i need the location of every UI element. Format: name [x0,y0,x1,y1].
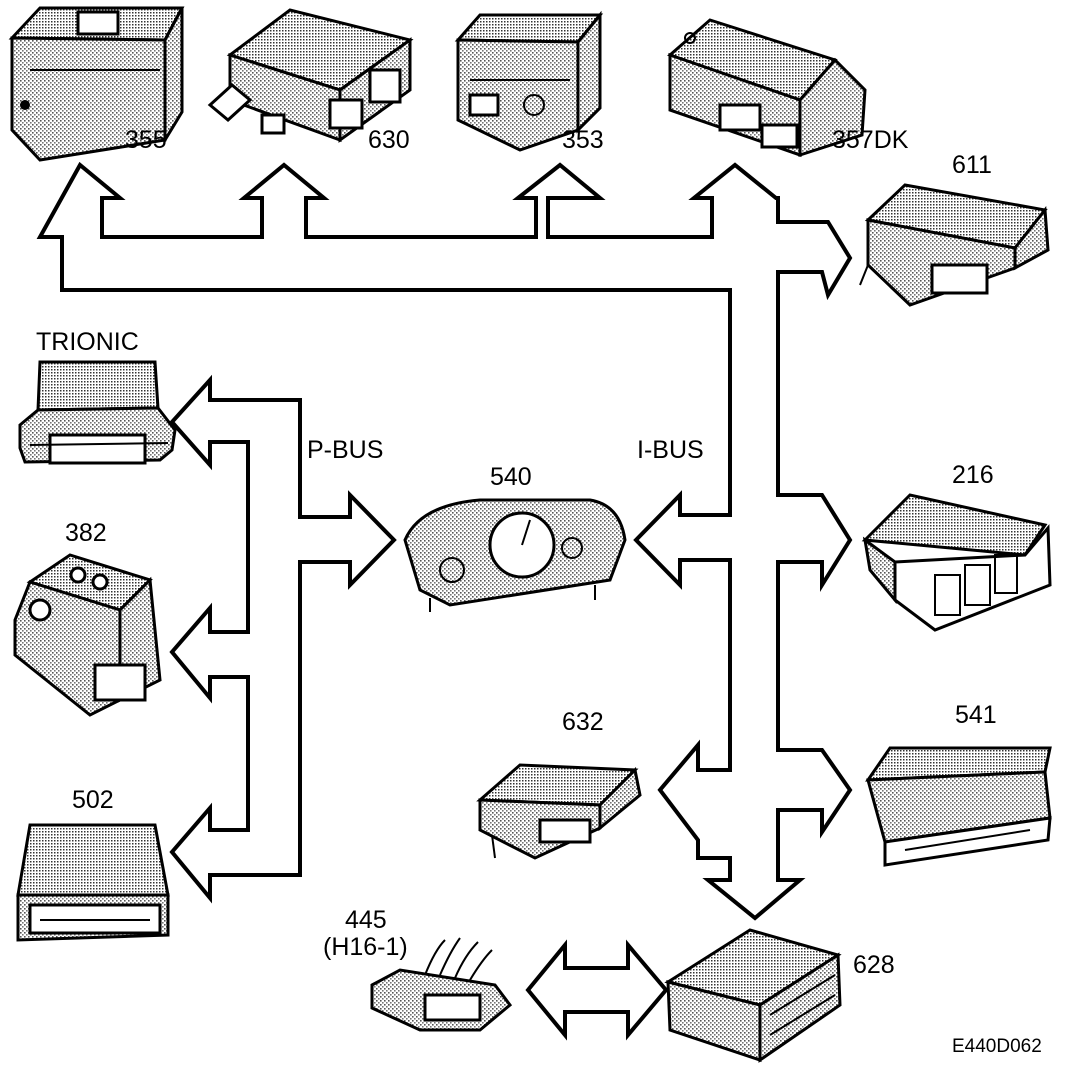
diagnostic-bus-arrow [525,939,669,1041]
unit-628-module [664,928,842,1063]
unit-357dk-module [667,18,867,158]
unit-541-module [865,746,1052,867]
label-p-bus: P-BUS [307,436,383,464]
label-611: 611 [952,151,992,179]
label-i-bus: I-BUS [637,436,704,464]
unit-382-module [13,553,162,717]
unit-216-module [861,493,1052,632]
pbus-bus [169,374,397,904]
label-353: 353 [562,126,604,154]
ibus-upper-bus [36,161,853,921]
unit-445-diagnostic-connector [370,937,513,1032]
unit-355-module [8,6,185,162]
label-632: 632 [562,708,604,736]
label-355: 355 [125,126,167,154]
label-628: 628 [853,951,895,979]
label-540: 540 [490,463,532,491]
label-trionic: TRIONIC [36,328,139,356]
unit-502-module [16,823,170,942]
bus-lines [36,161,853,1041]
unit-353-module [454,10,604,152]
label-630: 630 [368,126,410,154]
label-445: 445 [345,906,387,934]
label-445-sub: (H16-1) [323,933,408,961]
unit-630-module [207,8,414,143]
label-216: 216 [952,461,994,489]
reference-code: E440D062 [952,1036,1042,1057]
label-382: 382 [65,519,107,547]
label-357dk: 357DK [832,126,909,154]
label-502: 502 [72,786,114,814]
unit-632-module [476,763,642,860]
unit-611-module [859,183,1050,307]
unit-trionic-module [18,360,177,465]
label-541: 541 [955,701,997,729]
unit-540-instrument-cluster [403,498,627,612]
